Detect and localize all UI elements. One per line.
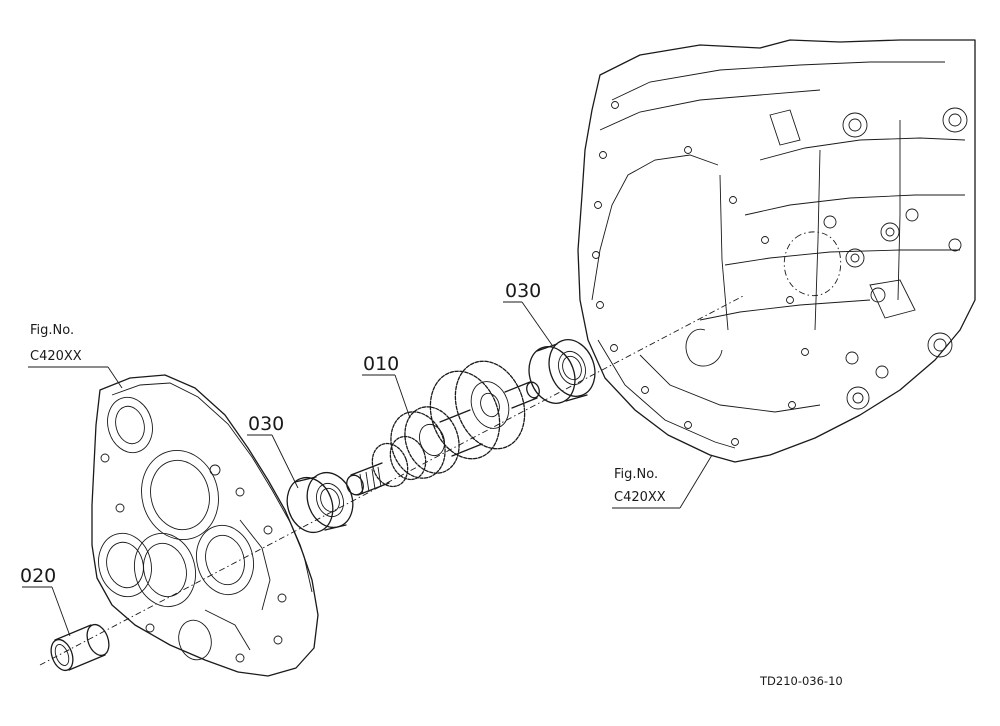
transmission-case bbox=[577, 39, 976, 463]
callout-030-left: 030 bbox=[248, 413, 284, 435]
bearing-left bbox=[286, 471, 354, 534]
fig-ref-left-line1: Fig.No. bbox=[30, 323, 74, 338]
gear-shaft bbox=[346, 360, 540, 496]
callout-030-right: 030 bbox=[505, 280, 541, 302]
shaft-axis-line bbox=[39, 294, 746, 666]
collar bbox=[50, 623, 110, 672]
cover-plate bbox=[91, 374, 319, 677]
callout-010: 010 bbox=[363, 353, 399, 375]
fig-ref-left-line2: C420XX bbox=[30, 349, 82, 364]
leader-lines bbox=[22, 301, 713, 637]
fig-ref-right-line1: Fig.No. bbox=[614, 467, 658, 482]
drawing-code: TD210-036-10 bbox=[759, 674, 843, 688]
fig-ref-right-line2: C420XX bbox=[614, 490, 666, 505]
callout-020: 020 bbox=[20, 565, 56, 587]
